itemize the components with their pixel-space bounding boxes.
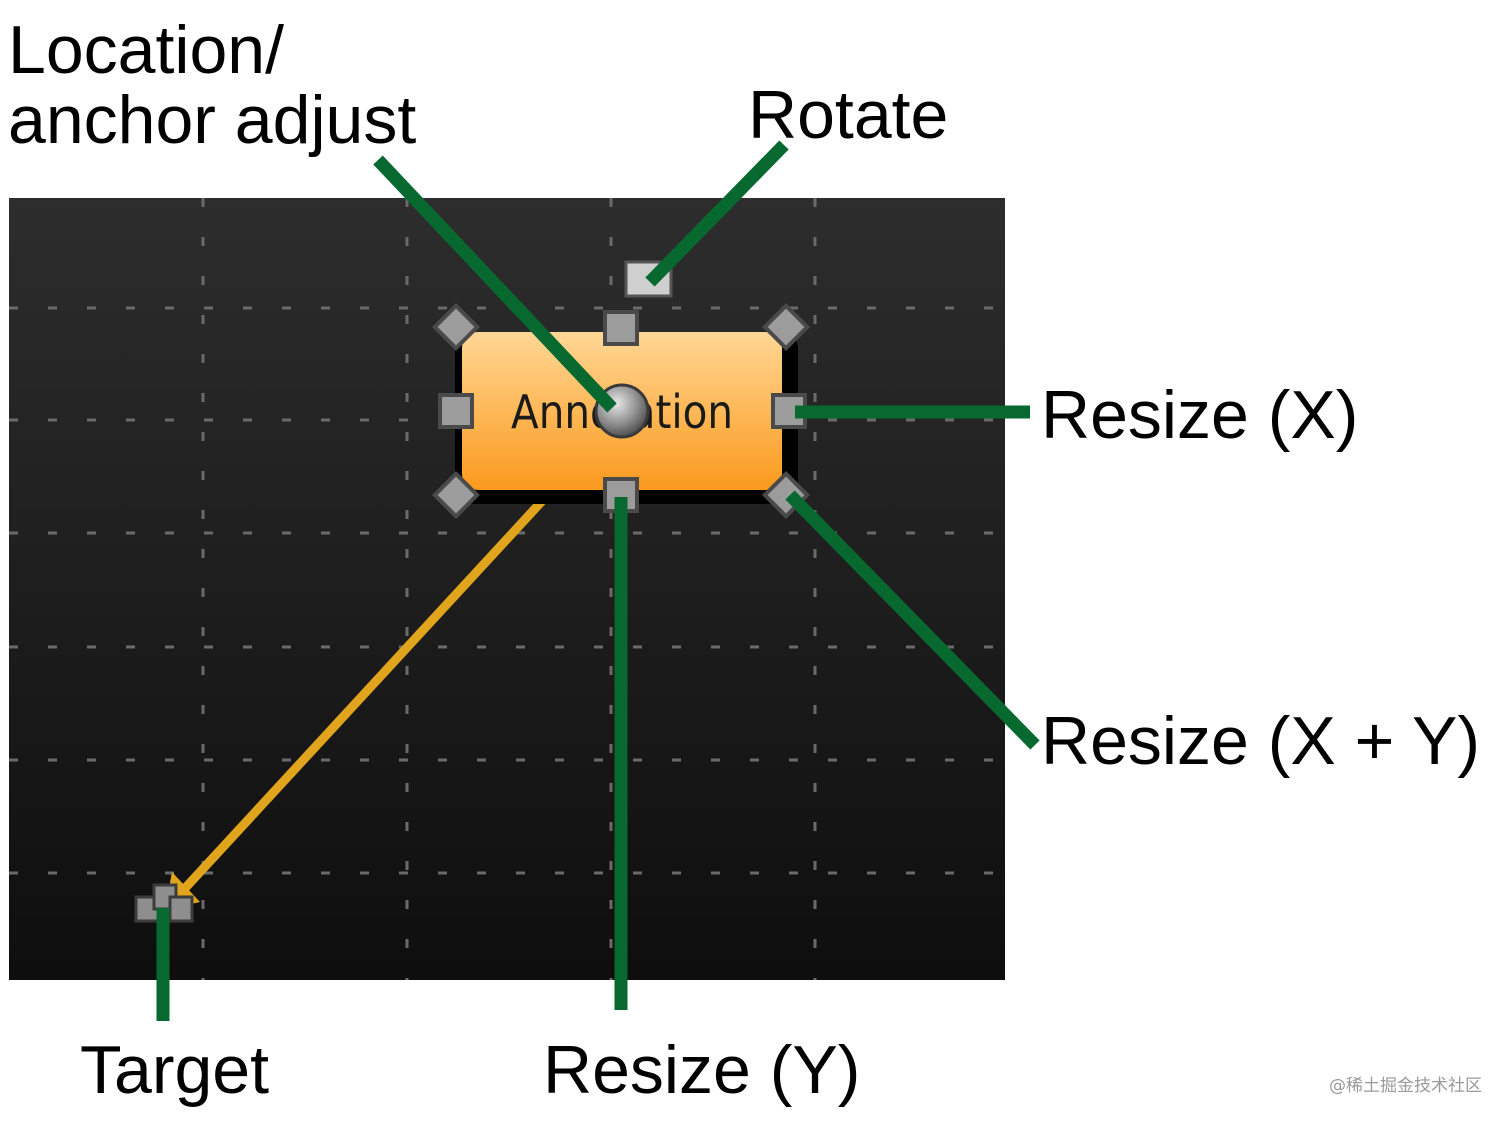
callout-line-rotate xyxy=(645,140,789,287)
callout-lines xyxy=(156,140,1040,1021)
resize-xy-label: Resize (X + Y) xyxy=(1041,703,1480,779)
diamond-handle-icon[interactable] xyxy=(431,470,481,520)
anchor-adjust-label: anchor adjust xyxy=(8,82,416,158)
location-label: Location/ xyxy=(8,12,284,88)
square-handle-icon[interactable] xyxy=(438,393,474,429)
target-label: Target xyxy=(80,1032,269,1108)
square-handle-icon[interactable] xyxy=(603,310,639,346)
diamond-handle-icon[interactable] xyxy=(761,302,811,352)
resize-x-label: Resize (X) xyxy=(1041,377,1358,453)
resize-y-label: Resize (Y) xyxy=(543,1032,860,1108)
watermark: @稀土掘金技术社区 xyxy=(1329,1076,1482,1096)
diamond-handle-icon[interactable] xyxy=(431,302,481,352)
canvas-grid xyxy=(9,198,1005,980)
callout-line-location xyxy=(373,155,617,413)
target-handle-icon[interactable] xyxy=(134,883,194,923)
rotate-label: Rotate xyxy=(748,77,948,153)
callout-line-resize-xy xyxy=(785,490,1040,750)
editor-canvas xyxy=(9,198,1005,980)
